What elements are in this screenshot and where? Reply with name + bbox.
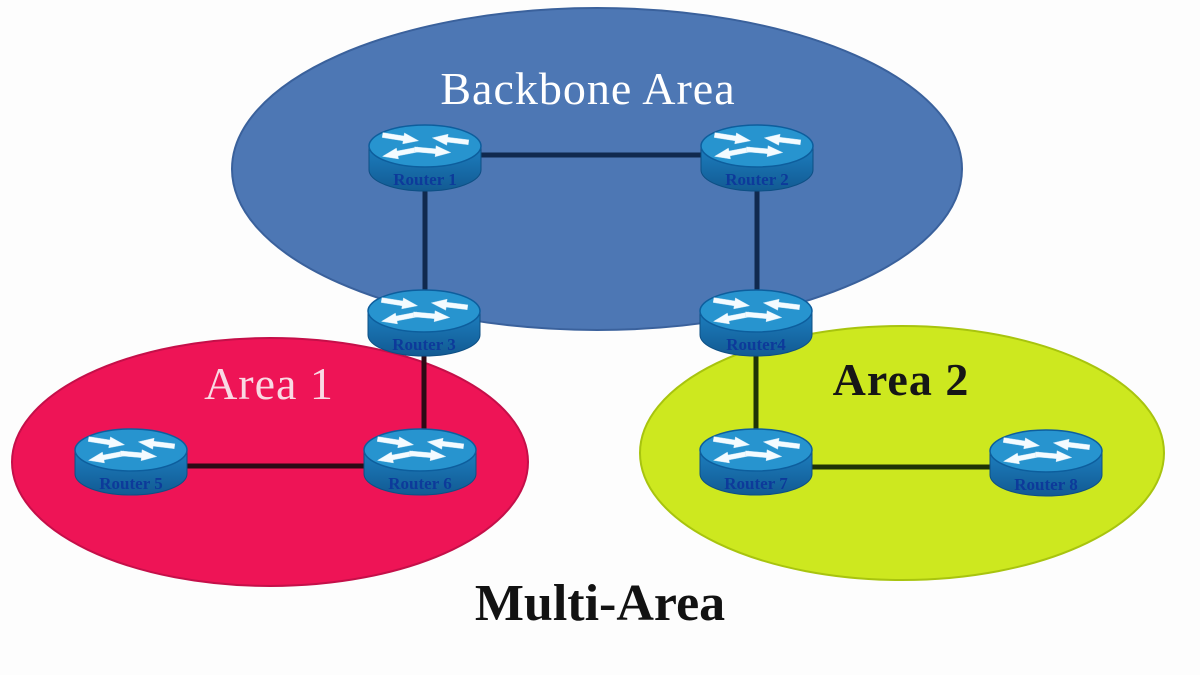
router-7-label: Router 7 xyxy=(724,474,788,493)
router-4-node: Router4 xyxy=(700,290,812,356)
router-1-node: Router 1 xyxy=(369,125,481,191)
backbone-area-label: Backbone Area xyxy=(440,63,735,114)
router-4-label: Router4 xyxy=(726,335,786,354)
router-1-label: Router 1 xyxy=(393,170,456,189)
router-6-label: Router 6 xyxy=(388,474,451,493)
router-2-node: Router 2 xyxy=(701,125,813,191)
backbone-area-ellipse xyxy=(231,7,963,331)
router-8-node: Router 8 xyxy=(990,430,1102,496)
router-3-node: Router 3 xyxy=(368,290,480,356)
area-1-ellipse xyxy=(11,337,529,587)
area-2-ellipse xyxy=(639,325,1165,581)
router-2-label: Router 2 xyxy=(725,170,788,189)
router-3-label: Router 3 xyxy=(392,335,455,354)
router-5-node: Router 5 xyxy=(75,429,187,495)
diagram-title: Multi-Area xyxy=(475,575,725,632)
area-1-label: Area 1 xyxy=(204,358,334,409)
router-6-node: Router 6 xyxy=(364,429,476,495)
router-8-label: Router 8 xyxy=(1014,475,1077,494)
area-2-label: Area 2 xyxy=(833,354,970,405)
router-5-label: Router 5 xyxy=(99,474,162,493)
router-7-node: Router 7 xyxy=(700,429,812,495)
